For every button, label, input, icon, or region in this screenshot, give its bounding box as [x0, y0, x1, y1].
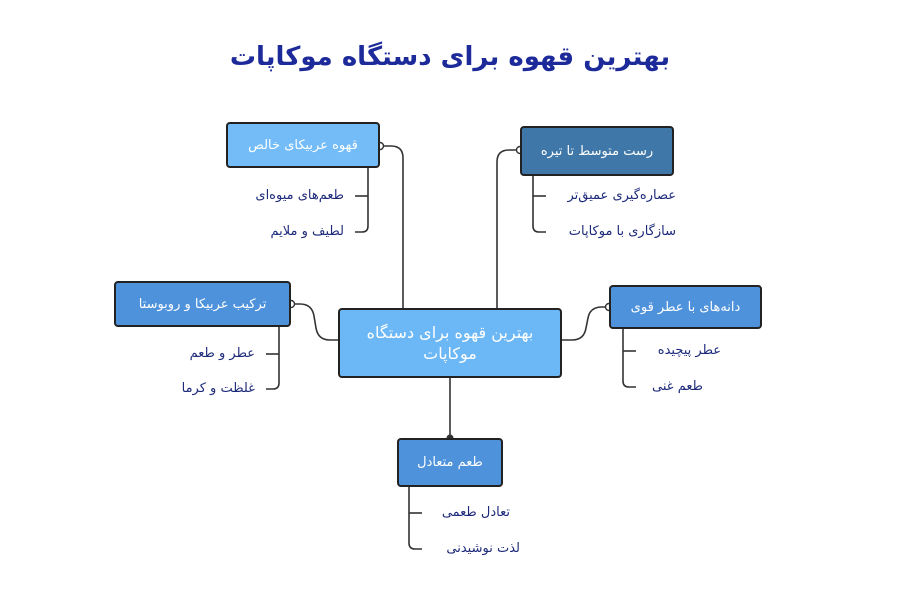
branch-balance-box: طعم متعادل [397, 438, 503, 487]
branch-roast-box: رست متوسط تا تیره [520, 126, 674, 176]
branch-aroma-item: عطر پیچیده [657, 343, 721, 358]
branch-aroma-item: طعم غنی [652, 379, 703, 394]
branch-balance-item: لذت نوشیدنی [446, 541, 520, 556]
branch-blend-box: ترکیب عربیکا و روبوستا [114, 281, 291, 327]
branch-balance-item: تعادل طعمی [441, 505, 510, 520]
branch-roast-item: سازگاری با موکاپات [568, 224, 676, 239]
branch-aroma-box: دانه‌های با عطر قوی [609, 285, 762, 329]
branch-blend-item: غلظت و کرما [181, 381, 255, 396]
branch-arabica-box: قهوه عربیکای خالص [226, 122, 380, 168]
branch-arabica-item: طعم‌های میوه‌ای [255, 188, 344, 203]
branch-arabica-item: لطیف و ملایم [270, 224, 344, 239]
branch-blend-item: عطر و طعم [189, 346, 255, 361]
central-topic-box: بهترین قهوه برای دستگاه موکاپات [338, 308, 562, 378]
diagram-title: بهترین قهوه برای دستگاه موکاپات [229, 42, 671, 72]
branch-roast-item: عصاره‌گیری عمیق‌تر [567, 188, 676, 203]
